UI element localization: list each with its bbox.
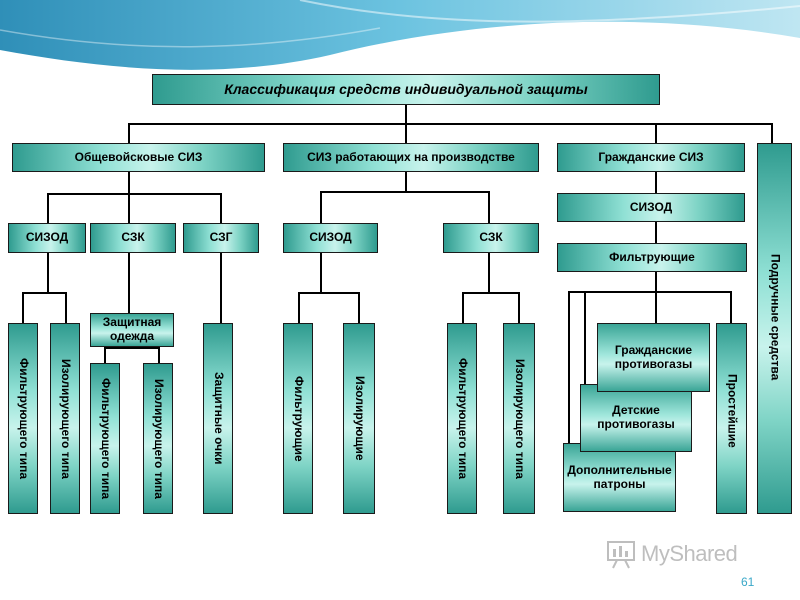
- civil-ppe-box: Гражданские СИЗ: [557, 143, 745, 172]
- connector: [405, 104, 407, 124]
- connector: [488, 253, 490, 293]
- industrial-sizod-isolate-label: Изолирующие: [352, 376, 367, 461]
- improvised-means-box: Подручные средства: [757, 143, 792, 514]
- clothing-filter-box: Фильтрующего типа: [90, 363, 120, 514]
- industrial-ppe-box: СИЗ работающих на производстве: [283, 143, 539, 172]
- connector: [568, 291, 570, 443]
- industrial-szk-filter-box: Фильтрующего типа: [447, 323, 477, 514]
- connector: [128, 123, 772, 125]
- connector: [462, 292, 520, 294]
- clothing-isolate-label: Изолирующего типа: [151, 378, 166, 499]
- connector: [47, 193, 222, 195]
- improvised-means-label: Подручные средства: [768, 254, 783, 381]
- connector: [655, 291, 657, 323]
- watermark-logo-text: MyShared: [641, 541, 738, 566]
- industrial-szk-isolate-label: Изолирующего типа: [512, 358, 527, 479]
- page-number: 61: [741, 575, 755, 589]
- civil-gasmasks-box: Гражданские противогазы: [597, 323, 710, 392]
- connector: [655, 172, 657, 193]
- industrial-sizod-box: СИЗОД: [283, 223, 378, 253]
- connector: [298, 292, 300, 323]
- connector: [22, 292, 67, 294]
- connector: [655, 123, 657, 143]
- military-ppe-box: Общевойсковые СИЗ: [12, 143, 265, 172]
- presentation-board-icon: [607, 541, 635, 569]
- child-gasmasks-box: Детские противогазы: [580, 384, 692, 452]
- connector: [771, 123, 773, 143]
- connector: [128, 253, 130, 313]
- goggles-box: Защитные очки: [203, 323, 233, 514]
- goggles-label: Защитные очки: [211, 372, 226, 465]
- military-szk-box: СЗК: [90, 223, 176, 253]
- connector: [320, 253, 322, 293]
- connector: [358, 292, 360, 323]
- simplest-label: Простейшие: [725, 374, 740, 448]
- connector: [488, 191, 490, 223]
- connector: [568, 291, 732, 293]
- connector: [405, 172, 407, 192]
- connector: [320, 191, 322, 223]
- military-sizod-filter-box: Фильтрующего типа: [8, 323, 38, 514]
- civil-filtering-box: Фильтрующие: [557, 243, 747, 272]
- connector: [655, 222, 657, 243]
- military-sizod-filter-label: Фильтрующего типа: [16, 357, 31, 479]
- extra-cartridges-box: Дополнительные патроны: [563, 443, 676, 512]
- connector: [584, 291, 586, 384]
- diagram-title: Классификация средств индивидуальной защ…: [152, 74, 660, 105]
- connector: [298, 292, 360, 294]
- connector: [730, 291, 732, 323]
- connector: [47, 193, 49, 223]
- connector: [220, 253, 222, 323]
- industrial-sizod-isolate-box: Изолирующие: [343, 323, 375, 514]
- connector: [405, 123, 407, 143]
- industrial-szk-isolate-box: Изолирующего типа: [503, 323, 535, 514]
- connector: [655, 272, 657, 292]
- connector: [128, 193, 130, 223]
- watermark-logo: MyShared: [605, 537, 765, 571]
- connector: [518, 292, 520, 323]
- military-sizod-isolate-box: Изолирующего типа: [50, 323, 80, 514]
- military-szg-box: СЗГ: [183, 223, 259, 253]
- connector: [47, 253, 49, 293]
- industrial-sizod-filter-label: Фильтрующие: [291, 375, 306, 462]
- connector: [65, 292, 67, 323]
- military-sizod-isolate-label: Изолирующего типа: [58, 358, 73, 479]
- protective-clothing-box: Защитная одежда: [90, 313, 174, 347]
- connector: [158, 347, 160, 363]
- connector: [320, 191, 490, 193]
- connector: [22, 292, 24, 323]
- industrial-sizod-filter-box: Фильтрующие: [283, 323, 313, 514]
- connector: [462, 292, 464, 323]
- civil-sizod-box: СИЗОД: [557, 193, 745, 222]
- industrial-szk-filter-label: Фильтрующего типа: [455, 357, 470, 479]
- connector: [104, 347, 106, 363]
- clothing-filter-label: Фильтрующего типа: [98, 377, 113, 499]
- connector: [128, 123, 130, 143]
- military-sizod-box: СИЗОД: [8, 223, 86, 253]
- connector: [128, 172, 130, 194]
- connector: [104, 347, 160, 349]
- connector: [220, 193, 222, 223]
- industrial-szk-box: СЗК: [443, 223, 539, 253]
- simplest-box: Простейшие: [716, 323, 747, 514]
- clothing-isolate-box: Изолирующего типа: [143, 363, 173, 514]
